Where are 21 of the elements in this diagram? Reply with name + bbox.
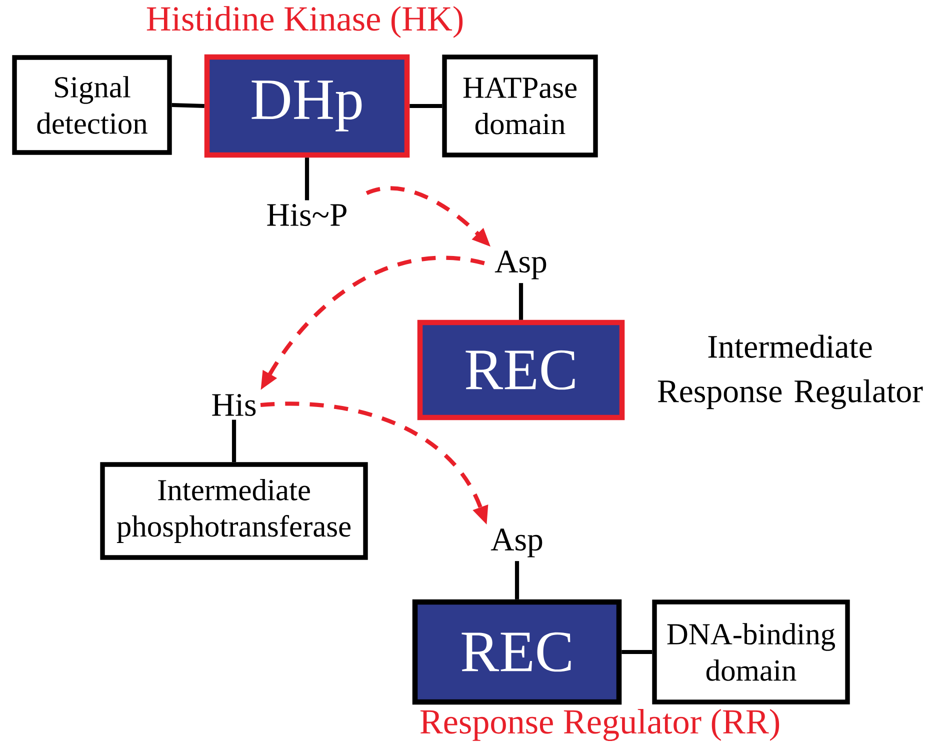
residue-label: Asp <box>494 250 546 280</box>
residue-label: Asp <box>490 528 542 558</box>
connector-line <box>518 283 524 320</box>
heading: Response Regulator (RR) <box>420 709 780 741</box>
connector-line <box>232 420 236 462</box>
domain-box: DHp <box>204 54 410 158</box>
connector-line <box>410 104 442 108</box>
domain-box: DNA-binding domain <box>652 600 850 704</box>
side-label: Intermediate Response Regulator <box>658 334 923 410</box>
residue-label: His <box>212 394 256 416</box>
residue-label: His~P <box>267 204 346 226</box>
domain-box: HATPase domain <box>442 54 598 158</box>
connector-line <box>172 102 204 108</box>
heading: Histidine Kinase (HK) <box>146 6 463 38</box>
connector-line <box>622 650 652 654</box>
domain-box: Signal detection <box>12 55 172 155</box>
domain-box: Intermediate phosphotransferase <box>100 462 368 560</box>
connector-line <box>304 158 310 200</box>
domain-box: REC <box>412 599 622 705</box>
connector-line <box>514 561 520 600</box>
domain-box: REC <box>417 320 625 420</box>
